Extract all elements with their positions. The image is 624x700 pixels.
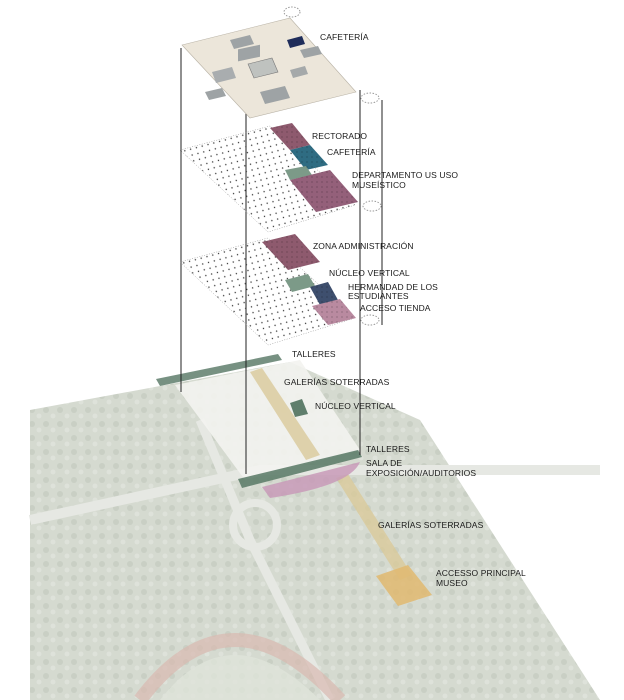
- label-galerias-lower: GALERÍAS SOTERRADAS: [378, 520, 484, 530]
- label-sala-line1: SALA DE: [366, 458, 403, 468]
- label-acceso-tienda: ACCESO TIENDA: [360, 303, 431, 313]
- label-hermandad-line1: HERMANDAD DE LOS: [348, 282, 438, 292]
- roof-plan-layer: [181, 17, 357, 119]
- level-1-plan: [179, 234, 356, 346]
- label-departamento-line2: MUSEÍSTICO: [352, 180, 406, 190]
- label-acceso-principal-line2: MUSEO: [436, 578, 468, 588]
- label-acceso-principal-line1: ACCESSO PRINCIPAL: [436, 568, 526, 578]
- label-departamento-line1: DEPARTAMENTO US USO: [352, 170, 459, 180]
- label-talleres-upper: TALLERES: [292, 349, 336, 359]
- label-galerias-upper: GALERÍAS SOTERRADAS: [284, 377, 390, 387]
- site-map: [28, 354, 600, 700]
- label-sala-line2: EXPOSICIÓN/AUDITORIOS: [366, 468, 477, 478]
- label-hermandad-line2: ESTUDIANTES: [348, 291, 409, 301]
- label-zona-administracion: ZONA ADMINISTRACIÓN: [313, 241, 414, 251]
- label-rectorado: RECTORADO: [312, 131, 368, 141]
- label-cafeteria-zone: CAFETERÍA: [327, 147, 376, 157]
- label-cafeteria-roof: CAFETERÍA: [320, 32, 369, 42]
- label-nucleo-vertical-site: NÚCLEO VERTICAL: [315, 401, 396, 411]
- level-2-plan: [179, 123, 358, 233]
- label-talleres-lower: TALLERES: [366, 444, 410, 454]
- label-nucleo-vertical-upper: NÚCLEO VERTICAL: [329, 268, 410, 278]
